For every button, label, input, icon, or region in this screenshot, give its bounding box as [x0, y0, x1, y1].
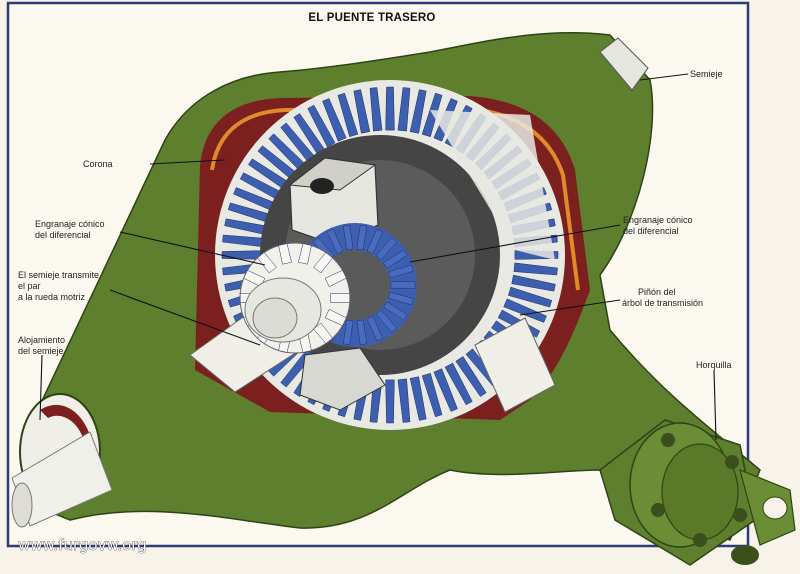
gear-tooth [409, 89, 427, 134]
gear-tooth [421, 372, 443, 418]
label-corona: Corona [83, 159, 113, 169]
gear-tooth [257, 252, 277, 274]
gear-tooth [507, 286, 553, 308]
drive-flange-yoke [599, 419, 796, 566]
gear-tooth [343, 319, 354, 346]
gear-tooth [383, 301, 408, 321]
gear-tooth [388, 291, 414, 306]
gear-tooth [433, 368, 458, 412]
gear-tooth [375, 309, 398, 333]
gear-tooth [388, 264, 414, 279]
gear-tooth [343, 224, 354, 251]
gear-tooth [385, 379, 395, 424]
gear-tooth [356, 319, 367, 346]
label-horquilla: Horquilla [696, 360, 732, 370]
gear-tooth [375, 237, 398, 261]
gear-tooth [421, 92, 443, 138]
gear-tooth [409, 376, 427, 421]
label-engranaje-left-line1: Engranaje cónico [35, 219, 105, 229]
label-pinon-line2: árbol de transmisión [622, 298, 703, 308]
diagram-title: EL PUENTE TRASERO [308, 12, 435, 24]
gear-tooth [397, 378, 411, 423]
label-transmite-line1: El semieje transmite [18, 270, 99, 280]
gear-tooth [383, 249, 408, 269]
gear-tooth [444, 362, 473, 406]
axle-tube-left [11, 393, 113, 528]
gear-tooth [356, 224, 367, 251]
gear-tooth [324, 269, 347, 288]
label-pinon-line1: Piñón del [638, 287, 676, 297]
gear-tooth [324, 308, 347, 327]
gear-tooth [366, 228, 384, 255]
gear-tooth [337, 92, 359, 138]
gear-tooth [503, 298, 547, 323]
label-engranaje-left-line2: del diferencial [35, 230, 91, 240]
gear-tooth [326, 228, 344, 255]
gear-tooth [369, 87, 383, 132]
label-alojamiento-line2: del semieje [18, 346, 64, 356]
label-semieje: Semieje [690, 69, 723, 79]
gear-tooth [298, 243, 312, 265]
label-engranaje-right-line2: del diferencial [623, 226, 679, 236]
gear-tooth [513, 262, 558, 276]
gear-tooth [397, 87, 411, 132]
gear-tooth [330, 293, 351, 303]
gear-tooth [455, 356, 487, 397]
gear-tooth [243, 269, 266, 288]
leader-lines [39, 73, 717, 441]
gear-tooth [278, 243, 292, 265]
label-transmite-line3: a la rueda motriz [18, 292, 86, 302]
gear-tooth [366, 315, 384, 342]
label-transmite-line2: el par [18, 281, 41, 291]
gear-tooth [385, 86, 395, 131]
label-alojamiento-line1: Alojamiento [18, 335, 65, 345]
pinion-gear [239, 242, 351, 354]
gear-tooth [390, 281, 416, 289]
watermark: www.furgovw.org [18, 536, 147, 554]
gear-tooth [307, 104, 336, 148]
half-shaft-upper [599, 37, 649, 91]
gear-tooth [353, 89, 371, 134]
label-engranaje-right-line1: Engranaje cónico [623, 215, 693, 225]
gear-tooth [313, 252, 333, 274]
gear-tooth [511, 274, 556, 292]
gear-tooth [313, 322, 333, 344]
drive-pinion-shaft [430, 110, 556, 413]
gear-tooth [322, 98, 347, 142]
